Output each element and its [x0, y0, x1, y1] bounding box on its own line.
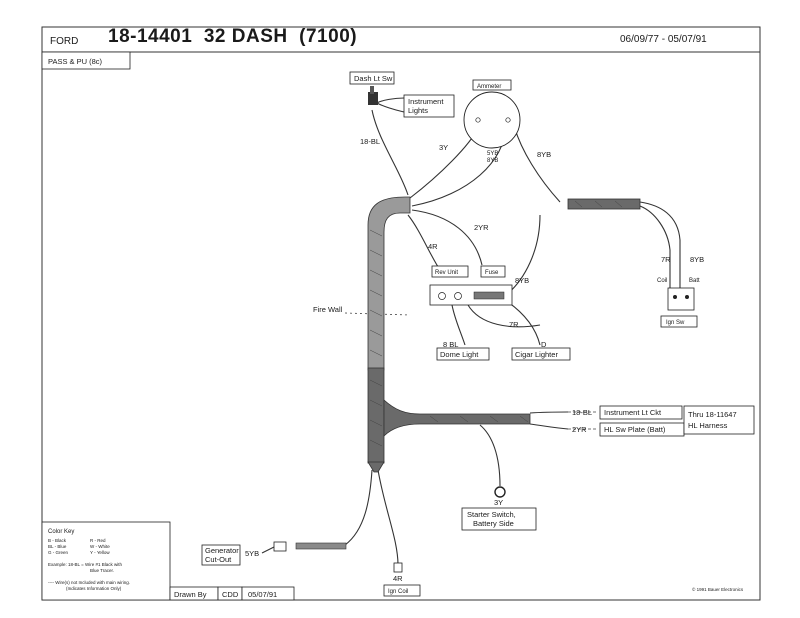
svg-text:Fuse: Fuse: [485, 270, 499, 276]
svg-text:Starter Switch,: Starter Switch,: [467, 510, 516, 519]
svg-text:18-BL: 18-BL: [360, 137, 380, 146]
svg-text:Y - Yellow: Y - Yellow: [90, 550, 110, 555]
svg-text:PASS & PU (8c): PASS & PU (8c): [48, 57, 103, 66]
svg-text:Generator: Generator: [205, 546, 239, 555]
svg-text:8YB: 8YB: [515, 276, 529, 285]
cigar-lighter: Cigar Lighter: [511, 347, 571, 361]
svg-text:Rev Unit: Rev Unit: [435, 270, 458, 276]
drawing-frame: [41, 51, 761, 601]
model-box: PASS & PU (8c): [41, 51, 131, 70]
svg-text:3Y: 3Y: [439, 143, 448, 152]
svg-text:8 BL: 8 BL: [443, 340, 458, 349]
svg-text:Ammeter: Ammeter: [477, 84, 501, 90]
svg-text:8YB: 8YB: [487, 158, 498, 164]
svg-text:Cut-Out: Cut-Out: [205, 555, 232, 564]
svg-text:---- Wire(s) not Included with: ---- Wire(s) not Included with main wiri…: [48, 580, 130, 585]
svg-text:Color Key: Color Key: [48, 529, 74, 535]
svg-text:HL Harness: HL Harness: [688, 421, 728, 430]
svg-text:8YB: 8YB: [537, 150, 551, 159]
ammeter: Ammeter: [463, 79, 521, 149]
svg-text:(Indicates Information Only): (Indicates Information Only): [66, 586, 122, 591]
ign-coil: Ign Coil: [383, 562, 421, 597]
svg-text:Coil: Coil: [657, 278, 667, 284]
dash-light-switch: Dash Lt Sw: [349, 71, 395, 105]
svg-text:7R: 7R: [509, 320, 519, 329]
starter-switch: Starter Switch, Battery Side: [461, 486, 537, 531]
wires: [344, 97, 681, 566]
svg-text:18-BL: 18-BL: [572, 408, 592, 417]
svg-text:Ign Coil: Ign Coil: [388, 589, 408, 595]
svg-text:Cigar Lighter: Cigar Lighter: [515, 350, 558, 359]
svg-text:W - White: W - White: [90, 544, 110, 549]
svg-text:HL Sw Plate (Batt): HL Sw Plate (Batt): [604, 425, 666, 434]
copyright-note: © 1991 Bauer Electronics: [692, 586, 744, 592]
hl-switch-plate: HL Sw Plate (Batt): [599, 422, 685, 437]
drawn-by-box: Drawn By CDD 05/07/91: [169, 586, 295, 601]
svg-text:Instrument Lt Ckt: Instrument Lt Ckt: [604, 408, 662, 417]
rev-unit-fuse-block: Rev Unit Fuse: [429, 265, 513, 306]
ignition-switch: Coil Batt Ign Sw: [657, 278, 700, 328]
svg-text:5YB: 5YB: [487, 151, 498, 157]
svg-text:CDD: CDD: [222, 590, 239, 599]
svg-text:Example: 18-BL = Wire #1 Black: Example: 18-BL = Wire #1 Black with: [48, 562, 122, 567]
part-title: 18-14401 32 DASH (7100): [108, 26, 357, 47]
main-harness: [295, 196, 641, 550]
svg-text:Thru 18-11647: Thru 18-11647: [688, 410, 737, 419]
svg-text:3Y: 3Y: [494, 498, 503, 507]
instrument-lights-label: Instrument Lights: [403, 94, 455, 118]
instrument-lt-circuit: Instrument Lt Ckt: [599, 405, 683, 420]
svg-text:G - Green: G - Green: [48, 550, 69, 555]
svg-text:05/07/91: 05/07/91: [248, 590, 277, 599]
svg-text:Batt: Batt: [689, 278, 700, 284]
svg-text:Blue Tracer.: Blue Tracer.: [90, 568, 114, 573]
svg-text:Lights: Lights: [408, 106, 428, 115]
svg-text:7R: 7R: [661, 255, 671, 264]
svg-text:B - Black: B - Black: [48, 538, 67, 543]
svg-text:5YB: 5YB: [245, 549, 259, 558]
svg-text:4R: 4R: [393, 574, 403, 583]
generator-cutout: Generator Cut-Out: [201, 541, 287, 566]
wire-labels: 18-BL 3Y 5YB 8YB 8YB 2YR 4R 8YB 7R 8YB 7…: [245, 137, 704, 583]
svg-text:2YR: 2YR: [572, 425, 587, 434]
svg-text:D: D: [541, 340, 547, 349]
fire-wall-label: Fire Wall: [313, 305, 343, 314]
svg-text:Drawn By: Drawn By: [174, 590, 207, 599]
svg-text:BL - Blue: BL - Blue: [48, 544, 67, 549]
svg-text:4R: 4R: [428, 242, 438, 251]
date-range: 06/09/77 - 05/07/91: [620, 34, 707, 45]
svg-text:Instrument: Instrument: [408, 97, 444, 106]
svg-text:2YR: 2YR: [474, 223, 489, 232]
svg-text:Battery Side: Battery Side: [473, 519, 514, 528]
thru-harness-note: Thru 18-11647 HL Harness: [683, 405, 755, 435]
dome-light: Dome Light: [436, 347, 490, 361]
color-key: Color Key B - Black BL - Blue G - Green …: [41, 521, 171, 601]
svg-text:Ign Sw: Ign Sw: [666, 320, 685, 326]
svg-text:8YB: 8YB: [690, 255, 704, 264]
make-label: FORD: [50, 36, 78, 47]
svg-text:R - Red: R - Red: [90, 538, 106, 543]
svg-text:Dome Light: Dome Light: [440, 350, 479, 359]
header-bar: FORD 18-14401 32 DASH (7100) 06/09/77 - …: [41, 26, 761, 53]
svg-text:Dash Lt Sw: Dash Lt Sw: [354, 74, 393, 83]
